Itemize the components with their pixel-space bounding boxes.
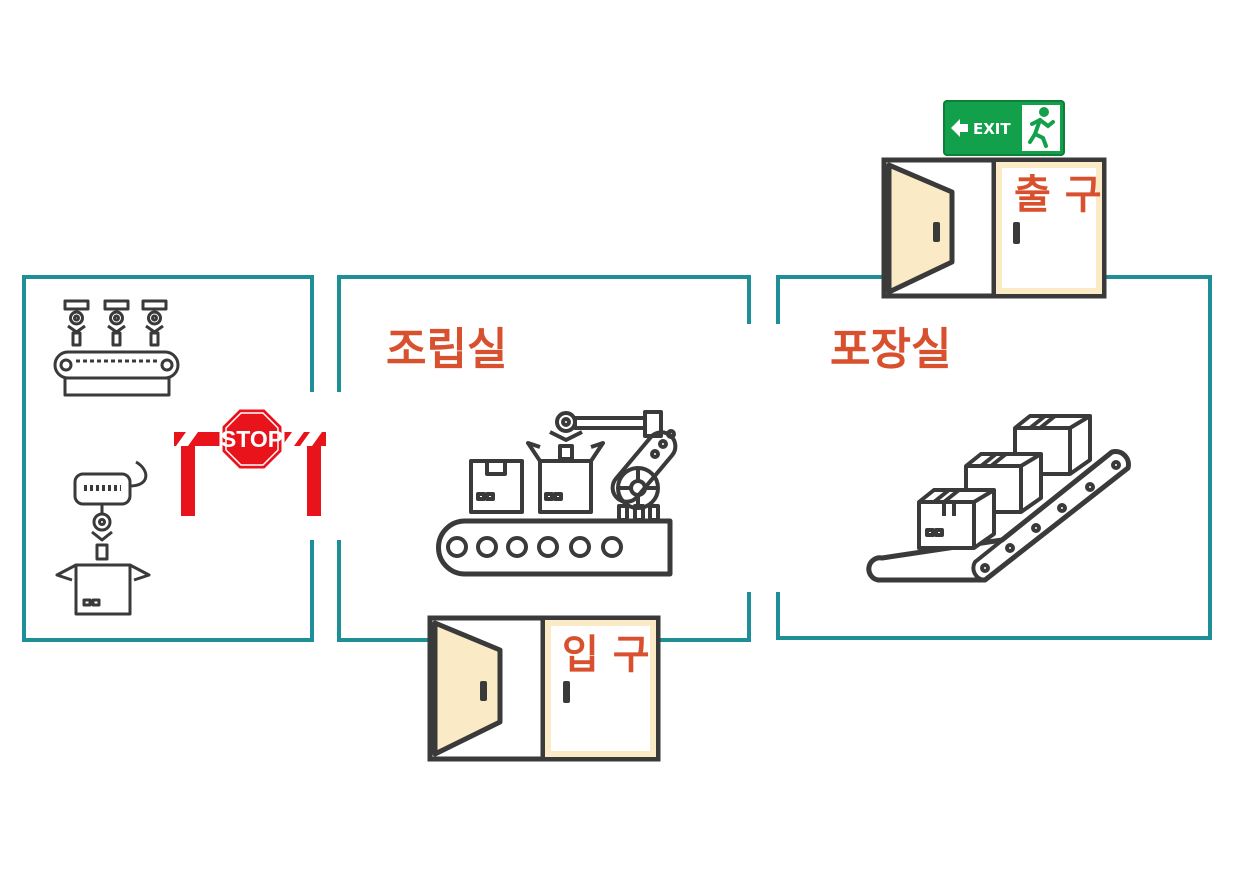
packaging-room-label: 포장실 — [830, 324, 951, 375]
door-handle-icon — [1013, 222, 1020, 244]
packaging-room-wall — [776, 275, 1212, 640]
stop-barrier-icon: STOP — [174, 406, 326, 516]
left-room-wall — [22, 275, 314, 642]
assembly-room-wall-bottom — [337, 540, 751, 642]
entrance-door-label: 입 구 — [562, 632, 650, 678]
exit-sign-text: EXIT — [973, 120, 1011, 138]
assembly-room-label: 조립실 — [386, 324, 507, 375]
stop-sign-text: STOP — [221, 426, 283, 452]
running-man-icon — [1028, 107, 1055, 148]
entrance-door: 입 구 — [427, 615, 661, 762]
box-conveyor-icon — [866, 414, 1131, 583]
exit-door: 출 구 — [881, 157, 1107, 299]
robot-arm-assembly-line-icon — [53, 299, 180, 397]
robotic-assembly-line-icon — [436, 410, 678, 577]
arrow-left-icon — [951, 119, 968, 137]
door-handle-icon — [933, 222, 940, 242]
robot-packing-box-icon — [55, 460, 151, 616]
walls — [22, 275, 1212, 642]
assembly-room-wall — [337, 275, 751, 392]
door-handle-icon — [563, 681, 570, 703]
door-handle-icon — [480, 681, 487, 701]
exit-door-label: 출 구 — [1014, 172, 1102, 218]
exit-sign-icon: EXIT — [943, 100, 1065, 156]
